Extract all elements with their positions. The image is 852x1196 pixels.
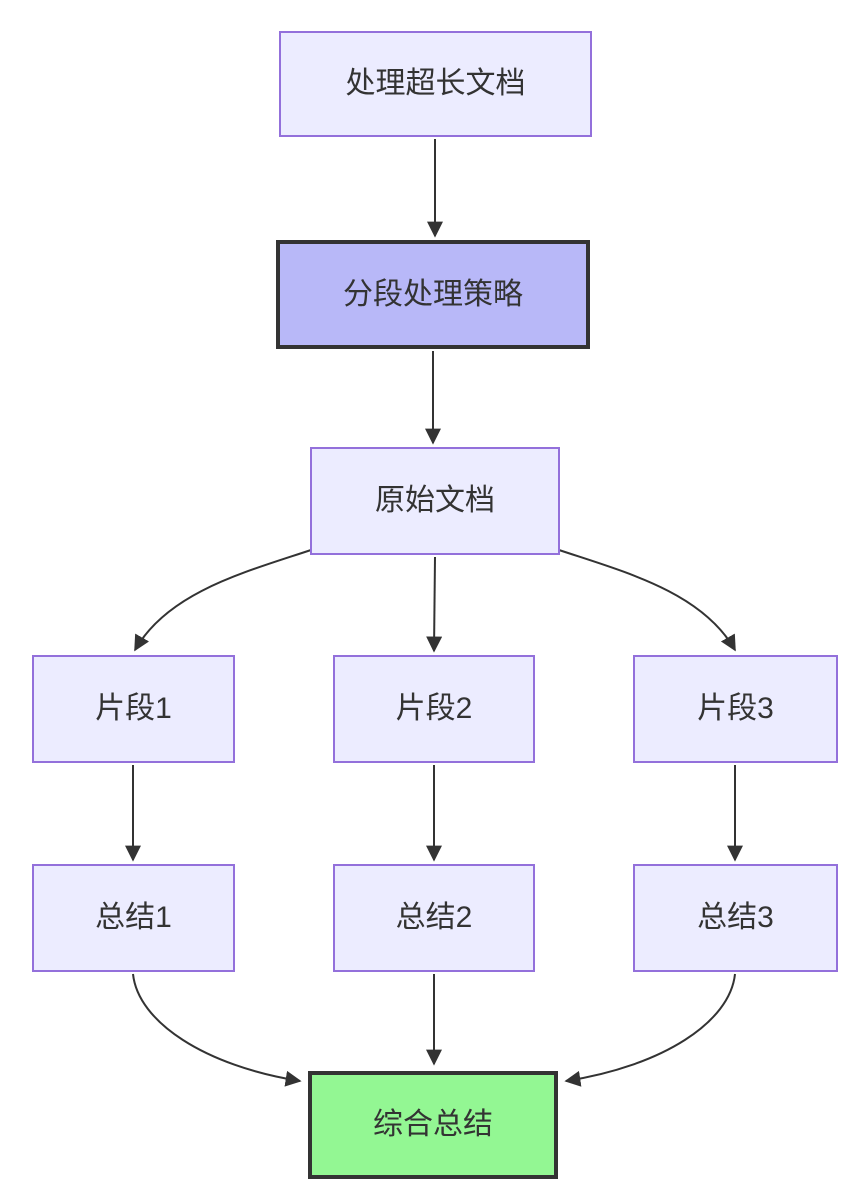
node-chunk-3-label: 片段3 (697, 692, 774, 725)
node-source: 原始文档 (310, 447, 560, 555)
node-summary-2-label: 总结2 (395, 901, 473, 934)
node-process: 处理超长文档 (279, 31, 592, 137)
node-chunk-2-label: 片段2 (395, 692, 473, 725)
node-chunk-1-label: 片段1 (95, 692, 172, 725)
node-summary-1: 总结1 (32, 864, 235, 972)
edge-summary3-final (564, 973, 736, 1087)
node-chunk-1: 片段1 (32, 655, 235, 763)
node-chunk-2: 片段2 (333, 655, 535, 763)
edge-source-chunk2 (426, 556, 443, 653)
edge-summary1-final (132, 973, 302, 1087)
node-strategy: 分段处理策略 (276, 240, 590, 349)
node-final: 综合总结 (308, 1071, 558, 1179)
node-summary-1-label: 总结1 (95, 901, 172, 934)
node-source-label: 原始文档 (375, 484, 495, 517)
node-summary-2: 总结2 (333, 864, 535, 972)
node-summary-3: 总结3 (633, 864, 838, 972)
edge-source-chunk1 (134, 549, 312, 652)
node-final-label: 综合总结 (373, 1108, 493, 1141)
node-summary-3-label: 总结3 (697, 901, 774, 934)
node-strategy-label: 分段处理策略 (343, 277, 523, 311)
node-process-label: 处理超长文档 (345, 67, 526, 100)
edge-source-chunk3 (558, 549, 736, 652)
node-chunk-3: 片段3 (633, 655, 838, 763)
